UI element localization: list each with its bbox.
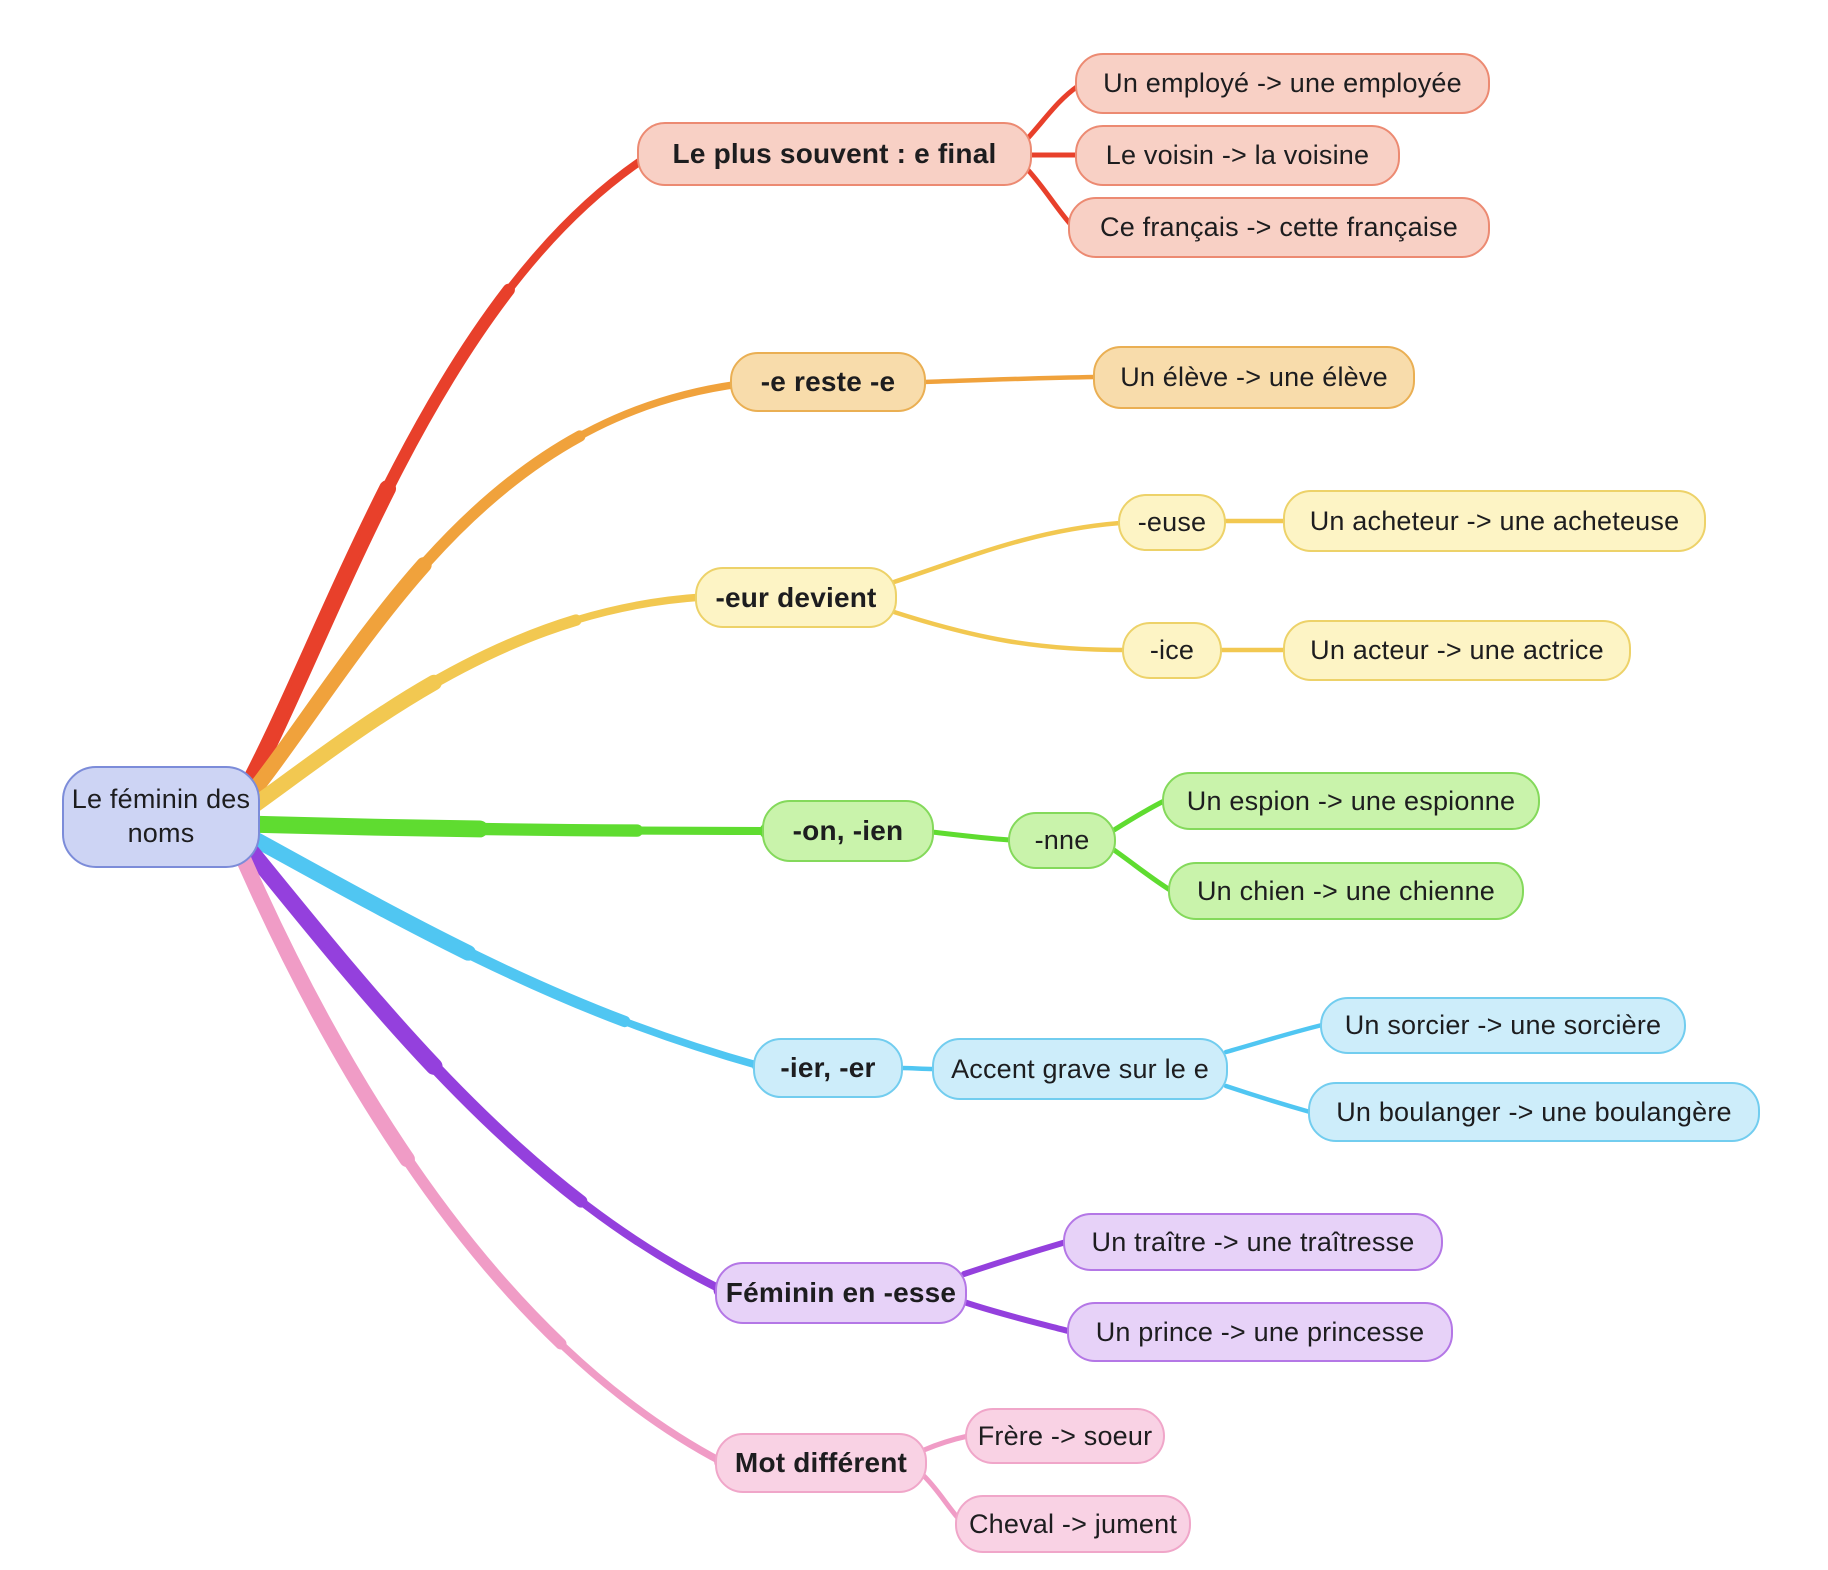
mindmap-node-pink-ex1[interactable]: Frère -> soeur (965, 1408, 1165, 1464)
mindmap-node-red-ex1[interactable]: Un employé -> une employée (1075, 53, 1490, 114)
mindmap-node-green-ex2[interactable]: Un chien -> une chienne (1168, 862, 1524, 920)
connector-cyan-topic--cyan-sub1 (898, 1065, 937, 1072)
node-label: -ice (1149, 635, 1195, 665)
connector-root--yellow-topic (238, 593, 707, 818)
node-label: Un employé -> une employée (1103, 68, 1462, 98)
connector-red-topic--red-ex3 (1025, 167, 1075, 229)
node-label: Un acteur -> une actrice (1310, 635, 1604, 665)
mindmap-node-cyan-ex2[interactable]: Un boulanger -> une boulangère (1308, 1082, 1760, 1142)
mindmap-node-purple-ex2[interactable]: Un prince -> une princesse (1067, 1302, 1453, 1362)
connector-orange-topic--orange-ex1 (921, 374, 1098, 385)
node-label: Un chien -> une chienne (1196, 875, 1496, 906)
mindmap-node-orange-topic[interactable]: -e reste -e (730, 352, 926, 412)
mindmap-node-root[interactable]: Le féminin des noms (62, 766, 260, 868)
node-label: Accent grave sur le e (951, 1053, 1209, 1084)
node-label: Un traître -> une traîtresse (1091, 1226, 1415, 1257)
node-label: Un élève -> une élève (1120, 362, 1388, 392)
connector-yellow-topic--yellow-sub2 (891, 609, 1127, 653)
node-label: -on, -ien (792, 815, 904, 846)
mindmap-node-purple-ex1[interactable]: Un traître -> une traîtresse (1063, 1213, 1443, 1271)
mindmap-node-green-sub1[interactable]: -nne (1008, 812, 1116, 869)
mindmap-node-pink-ex2[interactable]: Cheval -> jument (955, 1495, 1191, 1553)
node-label: Mot différent (734, 1447, 908, 1478)
mindmap-node-cyan-topic[interactable]: -ier, -er (753, 1038, 903, 1098)
connector-root--cyan-topic (238, 828, 764, 1070)
mindmap-node-orange-ex1[interactable]: Un élève -> une élève (1093, 346, 1415, 409)
connector-purple-topic--purple-ex2 (961, 1299, 1071, 1334)
node-label: Un boulanger -> une boulangère (1336, 1096, 1732, 1127)
mindmap-node-purple-topic[interactable]: Féminin en -esse (715, 1262, 967, 1324)
node-label: Un espion -> une espionne (1186, 785, 1516, 816)
connector-root--green-topic (239, 819, 773, 836)
mindmap-node-cyan-sub1[interactable]: Accent grave sur le e (932, 1038, 1228, 1100)
node-label: -eur devient (715, 581, 877, 613)
mindmap-node-red-ex2[interactable]: Le voisin -> la voisine (1075, 125, 1400, 186)
connector-green-sub1--green-ex2 (1111, 847, 1173, 893)
connector-green-sub1--green-ex1 (1111, 798, 1167, 833)
node-label: -euse (1137, 507, 1207, 537)
node-label: Le féminin des noms (71, 784, 251, 848)
connector-red-topic--red-ex1 (1025, 83, 1081, 141)
node-label: Un acheteur -> une acheteuse (1309, 505, 1680, 536)
node-label: -nne (1034, 825, 1090, 855)
mindmap-node-yellow-sub2[interactable]: -ice (1122, 622, 1222, 679)
connector-pink-topic--pink-ex1 (921, 1433, 971, 1453)
connector-root--red-topic (233, 151, 653, 809)
mindmap-node-red-topic[interactable]: Le plus souvent : e final (637, 122, 1032, 186)
connector-cyan-sub1--cyan-ex1 (1223, 1022, 1325, 1055)
node-label: -e reste -e (760, 366, 896, 397)
mindmap-node-red-ex3[interactable]: Ce français -> cette française (1068, 197, 1490, 258)
mindmap-node-green-topic[interactable]: -on, -ien (762, 800, 934, 862)
mindmap-node-cyan-ex1[interactable]: Un sorcier -> une sorcière (1320, 997, 1686, 1054)
node-label: -ier, -er (780, 1052, 876, 1083)
connector-yellow-topic--yellow-sub1 (891, 520, 1123, 585)
connector-green-topic--green-sub1 (929, 829, 1013, 843)
mindmap-node-green-ex1[interactable]: Un espion -> une espionne (1162, 772, 1540, 830)
node-label: Ce français -> cette française (1100, 212, 1458, 242)
connector-cyan-sub1--cyan-ex2 (1223, 1083, 1313, 1115)
node-label: Un prince -> une princesse (1095, 1316, 1425, 1347)
connector-root--pink-topic (232, 838, 726, 1466)
connector-root--orange-topic (236, 380, 744, 812)
mindmap-node-yellow-ex1[interactable]: Un acheteur -> une acheteuse (1283, 490, 1706, 552)
node-label: Le voisin -> la voisine (1105, 140, 1370, 170)
node-label: Un sorcier -> une sorcière (1344, 1010, 1662, 1040)
node-label: Le plus souvent : e final (672, 138, 997, 169)
mindmap-node-pink-topic[interactable]: Mot différent (715, 1433, 927, 1493)
connector-root--purple-topic (235, 833, 727, 1295)
node-label: Cheval -> jument (968, 1508, 1178, 1539)
connector-purple-topic--purple-ex1 (961, 1239, 1069, 1277)
node-label: Féminin en -esse (725, 1277, 957, 1308)
mindmap-node-yellow-ex2[interactable]: Un acteur -> une actrice (1283, 620, 1631, 681)
mindmap-node-yellow-sub1[interactable]: -euse (1118, 494, 1226, 551)
node-label: Frère -> soeur (977, 1420, 1153, 1451)
mindmap-node-yellow-topic[interactable]: -eur devient (695, 567, 897, 628)
